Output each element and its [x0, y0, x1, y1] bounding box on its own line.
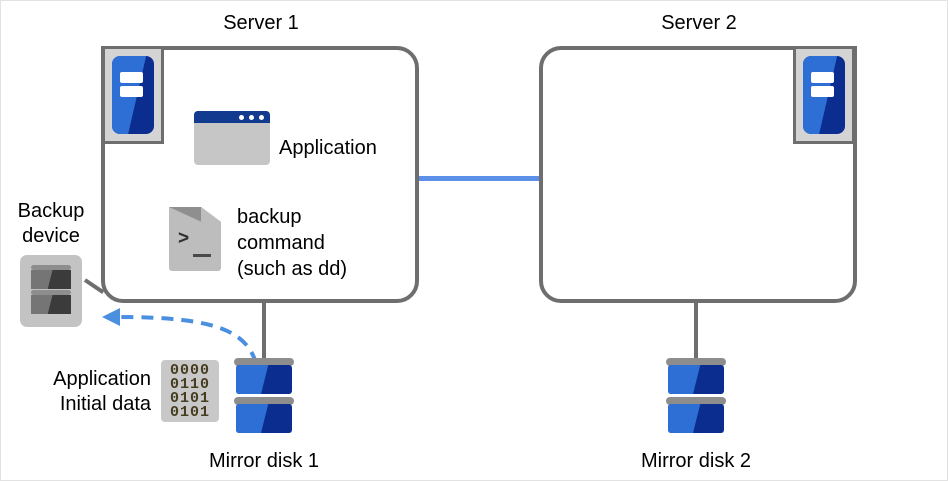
server-slot-bar	[811, 71, 835, 83]
backup-device-icon	[20, 255, 82, 327]
script-terminal-icon: >	[169, 207, 221, 271]
disk-band	[31, 290, 71, 295]
disk-band	[666, 358, 726, 366]
server2-title: Server 2	[661, 12, 737, 34]
prompt-caret-icon: >	[178, 228, 190, 249]
server-chassis	[112, 56, 154, 134]
disk-band	[234, 358, 294, 366]
mirror-disk-1-icon	[234, 358, 294, 436]
server-chassis	[803, 56, 845, 134]
binary-row: 0101	[169, 390, 210, 407]
server1-boundary	[101, 46, 419, 303]
server1-machine-icon	[102, 46, 164, 144]
disk-band	[31, 265, 71, 270]
window-dot-icon	[239, 115, 244, 120]
window-titlebar	[194, 111, 270, 123]
application-label: Application	[279, 137, 377, 159]
window-dot-icon	[249, 115, 254, 120]
disk-body	[31, 295, 71, 314]
disk-band	[234, 397, 294, 405]
backup-device-label-line1: Backup	[17, 200, 85, 222]
prompt-underscore-icon	[193, 254, 211, 257]
initial-data-label-line2: Initial data	[59, 393, 151, 415]
disk-body	[236, 404, 292, 433]
server-slot-bar	[120, 86, 144, 98]
server2-machine-icon	[793, 46, 855, 144]
binary-row: 0101	[169, 404, 210, 421]
mirror-disk-2-label: Mirror disk 2	[640, 450, 751, 472]
backup-flow-arrow	[102, 308, 258, 364]
disk-body	[668, 404, 724, 433]
server2-disk-connector	[694, 301, 698, 363]
binary-row: 0110	[169, 376, 210, 393]
server1-title: Server 1	[223, 12, 299, 34]
binary-data-block: 0000 0110 0101 0101	[161, 360, 219, 422]
binary-row: 0000	[169, 362, 210, 379]
mirror-disk-2-icon	[666, 358, 726, 436]
disk-band	[666, 397, 726, 405]
disk-body	[668, 365, 724, 394]
mirror-disk-1-label: Mirror disk 1	[208, 450, 319, 472]
server1-disk-connector	[262, 301, 266, 363]
backup-command-line3: (such as dd)	[237, 258, 348, 280]
backup-command-line1: backup	[237, 206, 302, 228]
backup-flow-arrow-path	[117, 315, 258, 364]
server2-boundary	[539, 46, 857, 303]
backup-device-label-line2: device	[22, 225, 80, 247]
server-interconnect-line	[419, 176, 539, 181]
backup-command-line2: command	[237, 232, 325, 254]
application-window-icon	[194, 111, 270, 165]
disk-body	[31, 270, 71, 289]
window-dot-icon	[259, 115, 264, 120]
server-slot-bar	[811, 86, 835, 98]
disk-stack-icon	[31, 265, 71, 317]
server-slot-bar	[120, 71, 144, 83]
disk-body	[236, 365, 292, 394]
initial-data-label-line1: Application	[53, 368, 151, 390]
backup-flow-arrowhead	[102, 308, 120, 326]
